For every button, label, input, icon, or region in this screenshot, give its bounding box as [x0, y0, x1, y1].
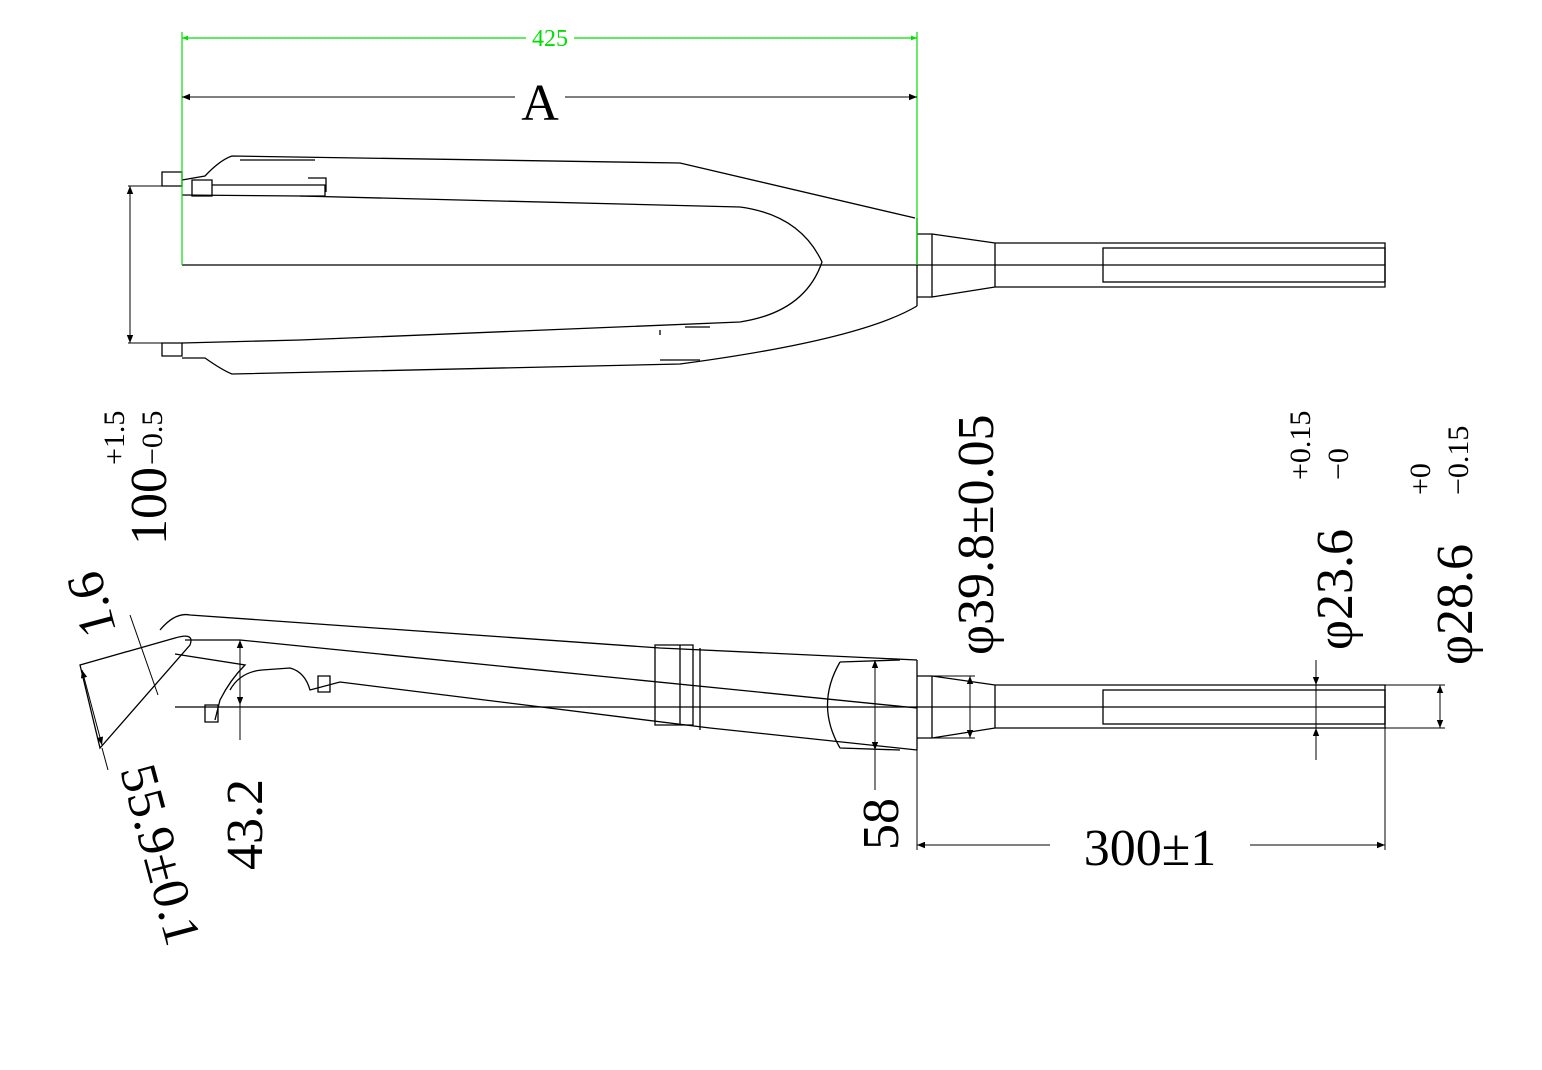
crown-race-diameter-label: φ39.8±0.05: [948, 414, 1005, 655]
dropout-spacing-label: 100: [121, 467, 178, 545]
dropout-tol-lower: −0.5: [136, 411, 169, 465]
steerer-diameter-label: φ28.6: [1427, 544, 1484, 665]
dimension-offset: 55.9±0.1: [80, 669, 211, 951]
dimension-steerer-diameter: φ28.6 +0 −0.15: [1385, 426, 1484, 729]
dimension-crown-race: φ39.8±0.05: [932, 414, 1005, 739]
rake-label: 43.2: [217, 779, 274, 870]
dropout-tol-upper: +1.5: [98, 411, 131, 465]
dimension-inner-diameter: φ23.6 +0.15 −0: [1284, 411, 1364, 760]
fork-top-view: [161, 155, 1386, 375]
fork-side-view: [79, 613, 1386, 751]
steerer-tol-upper: +0: [1404, 463, 1437, 495]
overall-length-label: 425: [532, 26, 568, 52]
offset-label: 55.9±0.1: [108, 758, 211, 951]
dimension-rake: 43.2: [217, 640, 274, 870]
dimension-crown-height: 58: [853, 660, 910, 850]
dimension-dropout-spacing: 100 +1.5 −0.5: [98, 185, 178, 545]
dimension-dropout-thickness: 1.6: [56, 566, 159, 696]
inner-tol-lower: −0: [1322, 448, 1355, 480]
inner-tol-upper: +0.15: [1284, 411, 1317, 480]
crown-height-label: 58: [853, 798, 910, 850]
dimension-425: 425: [181, 26, 918, 265]
inner-diameter-label: φ23.6: [1307, 529, 1364, 650]
dimension-steerer-length: 300±1: [916, 728, 1386, 877]
dimension-A: A: [182, 70, 917, 132]
dropout-thickness-label: 1.6: [56, 566, 128, 644]
length-a-label: A: [521, 75, 559, 132]
steerer-tol-lower: −0.15: [1442, 426, 1475, 495]
steerer-length-label: 300±1: [1084, 820, 1217, 877]
